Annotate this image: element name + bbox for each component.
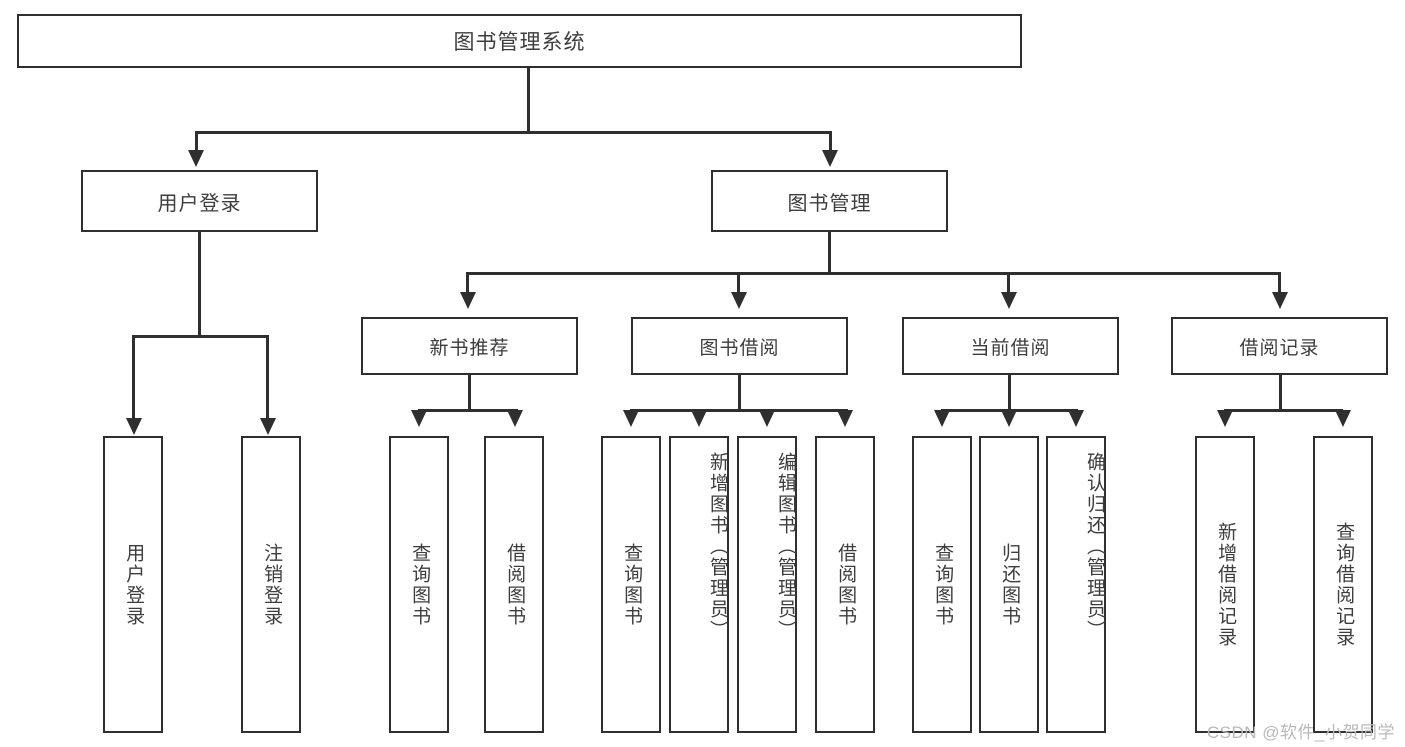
node-book-management[interactable]: 图书管理	[711, 170, 948, 232]
node-label: 编辑图书（管理员）	[775, 452, 796, 641]
connector-bm-to-borrow-record	[1278, 272, 1281, 293]
connector-current-borrow-stem	[1008, 375, 1011, 410]
arrowhead-leaf-return-book	[1001, 410, 1017, 427]
arrowhead-leaf-confirm-return	[1068, 410, 1084, 427]
arrowhead-leaf-logout	[260, 418, 276, 435]
leaf-query-book-1[interactable]: 查询图书	[389, 436, 449, 733]
node-label: 查询图书	[409, 542, 431, 627]
arrowhead-leaf-query-book-2	[623, 410, 639, 427]
node-label: 新书推荐	[429, 337, 510, 359]
leaf-confirm-return[interactable]: 确认归还（管理员）	[1046, 436, 1106, 733]
leaf-query-book-2[interactable]: 查询图书	[601, 436, 661, 733]
connector-root-bar	[195, 131, 832, 134]
connector-bm-to-book-borrow	[737, 272, 740, 293]
node-label: 借阅图书	[835, 542, 857, 627]
connector-book-management-stem	[828, 232, 831, 272]
arrowhead-book-management	[822, 150, 838, 167]
arrowhead-user-login	[188, 150, 204, 167]
node-label: 当前借阅	[970, 337, 1051, 359]
arrowhead-leaf-add-record	[1217, 410, 1233, 427]
node-book-borrow[interactable]: 图书借阅	[631, 317, 848, 375]
connector-root-to-user-login	[195, 131, 198, 151]
node-user-login[interactable]: 用户登录	[81, 170, 318, 232]
node-borrow-record[interactable]: 借阅记录	[1171, 317, 1388, 375]
node-label: 借阅记录	[1239, 337, 1320, 359]
arrowhead-leaf-query-book-1	[411, 410, 427, 427]
node-label: 归还图书	[999, 542, 1021, 627]
connector-new-book-stem	[468, 375, 471, 410]
leaf-borrow-book-1[interactable]: 借阅图书	[484, 436, 544, 733]
arrowhead-leaf-user-login	[126, 418, 142, 435]
leaf-add-book[interactable]: 新增图书（管理员）	[669, 436, 729, 733]
leaf-return-book[interactable]: 归还图书	[979, 436, 1039, 733]
node-label: 图书借阅	[699, 337, 780, 359]
connector-root-stem	[527, 68, 530, 131]
connector-new-book-bar	[418, 409, 518, 412]
leaf-user-login[interactable]: 用户登录	[103, 436, 163, 733]
node-label: 用户登录	[157, 192, 242, 215]
connector-borrow-record-bar	[1224, 409, 1343, 412]
arrowhead-leaf-borrow-book-2	[837, 410, 853, 427]
leaf-borrow-book-2[interactable]: 借阅图书	[815, 436, 875, 733]
node-label: 图书管理	[787, 192, 872, 215]
node-new-book-recommend[interactable]: 新书推荐	[361, 317, 578, 375]
arrowhead-leaf-add-book	[691, 410, 707, 427]
node-label: 查询图书	[621, 542, 643, 627]
arrowhead-new-book-recommend	[460, 292, 476, 309]
connector-user-login-bar	[132, 335, 269, 338]
connector-root-to-book-management	[829, 131, 832, 151]
node-book-management-system[interactable]: 图书管理系统	[17, 14, 1022, 68]
node-label: 查询图书	[932, 542, 954, 627]
connector-user-login-stem	[198, 232, 201, 335]
arrowhead-leaf-query-book-3	[934, 410, 950, 427]
node-label: 确认归还（管理员）	[1084, 452, 1105, 641]
connector-book-borrow-stem	[738, 375, 741, 410]
arrowhead-current-borrow	[1001, 292, 1017, 309]
node-current-borrow[interactable]: 当前借阅	[902, 317, 1119, 375]
node-label: 查询借阅记录	[1333, 521, 1355, 648]
arrowhead-borrow-record	[1272, 292, 1288, 309]
arrowhead-leaf-query-record	[1335, 410, 1351, 427]
leaf-edit-book[interactable]: 编辑图书（管理员）	[737, 436, 797, 733]
node-label: 借阅图书	[504, 542, 526, 627]
connector-borrow-record-stem	[1279, 375, 1282, 410]
node-label: 用户登录	[123, 542, 145, 627]
connector-bm-to-current-borrow	[1007, 272, 1010, 293]
leaf-query-book-3[interactable]: 查询图书	[912, 436, 972, 733]
leaf-logout[interactable]: 注销登录	[241, 436, 301, 733]
arrowhead-leaf-edit-book	[759, 410, 775, 427]
node-label: 注销登录	[261, 542, 283, 627]
node-label: 图书管理系统	[453, 31, 586, 54]
node-label: 新增图书（管理员）	[707, 452, 728, 641]
connector-user-login-right-drop	[266, 335, 269, 419]
node-label: 新增借阅记录	[1215, 521, 1237, 648]
connector-book-management-bar	[466, 272, 1281, 275]
connector-bm-to-new-book	[466, 272, 469, 293]
connector-user-login-left-drop	[132, 335, 135, 419]
connector-book-borrow-bar	[630, 409, 848, 412]
arrowhead-book-borrow	[731, 292, 747, 309]
arrowhead-leaf-borrow-book-1	[507, 410, 523, 427]
leaf-add-record[interactable]: 新增借阅记录	[1195, 436, 1255, 733]
leaf-query-record[interactable]: 查询借阅记录	[1313, 436, 1373, 733]
